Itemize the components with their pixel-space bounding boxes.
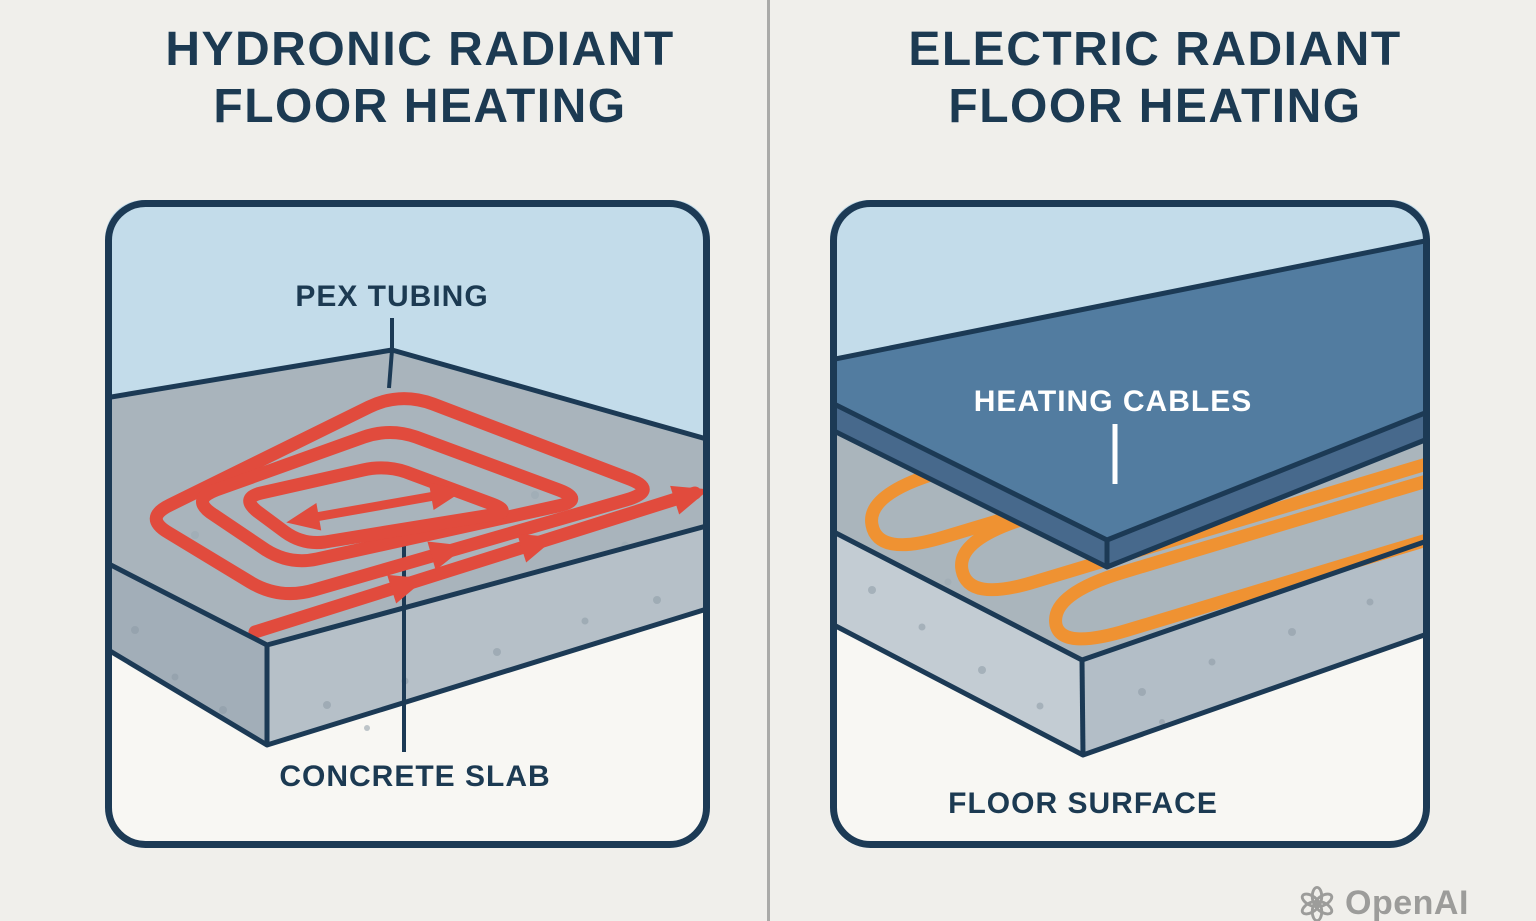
floor-surface-outline-edges: [830, 237, 1430, 570]
electric-diagram-panel: HEATING CABLES FLOOR SURFACE: [830, 200, 1430, 848]
supply-arrow-3: [670, 485, 709, 515]
right-title-line2: FLOOR HEATING: [948, 79, 1362, 133]
hydronic-diagram-panel: PEX TUBING CONCRETE SLAB: [105, 200, 710, 848]
openai-logo-icon: [1300, 885, 1334, 921]
pex-tubing-spiral: [149, 392, 702, 639]
floor-surface-label: FLOOR SURFACE: [948, 787, 1218, 820]
left-floor-white-area: [105, 608, 710, 848]
slab-outline-edges: [105, 347, 710, 748]
subfloor-slab-front-face: [1082, 540, 1430, 755]
floor-surface-top-face: [830, 240, 1430, 540]
center-divider-line: [767, 0, 770, 921]
concrete-slab-left-face: [105, 562, 267, 745]
openai-watermark-text: OpenAI: [1345, 884, 1469, 921]
right-panel-border: [830, 200, 1430, 848]
left-title-line2: FLOOR HEATING: [213, 79, 627, 133]
double-arrow-right-head: [428, 482, 464, 511]
pex-supply-line: [248, 486, 702, 639]
subfloor-slab-left-face: [830, 530, 1083, 755]
loop-arrow: [427, 541, 467, 571]
subfloor-face-speckles: [868, 578, 1374, 725]
right-title: ELECTRIC RADIANT FLOOR HEATING: [840, 22, 1470, 135]
right-floor-white-area: [830, 623, 1430, 848]
left-title-line1: HYDRONIC RADIANT: [165, 23, 675, 76]
double-arrow-left-head: [286, 502, 322, 531]
subfloor-outline-edges: [830, 527, 1430, 758]
pex-tubing-label: PEX TUBING: [295, 280, 488, 313]
concrete-slab-label: CONCRETE SLAB: [279, 760, 550, 793]
flow-double-arrow-shaft: [305, 490, 445, 523]
right-title-line1: ELECTRIC RADIANT: [908, 23, 1402, 76]
concrete-slab-front-face: [267, 525, 710, 745]
slab-face-speckles: [131, 596, 661, 731]
supply-arrow-1: [387, 574, 426, 604]
heating-cables-label: HEATING CABLES: [974, 385, 1252, 418]
openai-watermark: OpenAI: [1298, 884, 1469, 921]
flow-arrowheads: [286, 482, 709, 604]
heating-cables: [865, 303, 1430, 646]
left-title: HYDRONIC RADIANT FLOOR HEATING: [95, 22, 745, 135]
supply-arrow-2: [517, 533, 556, 563]
left-panel-border: [105, 200, 710, 848]
